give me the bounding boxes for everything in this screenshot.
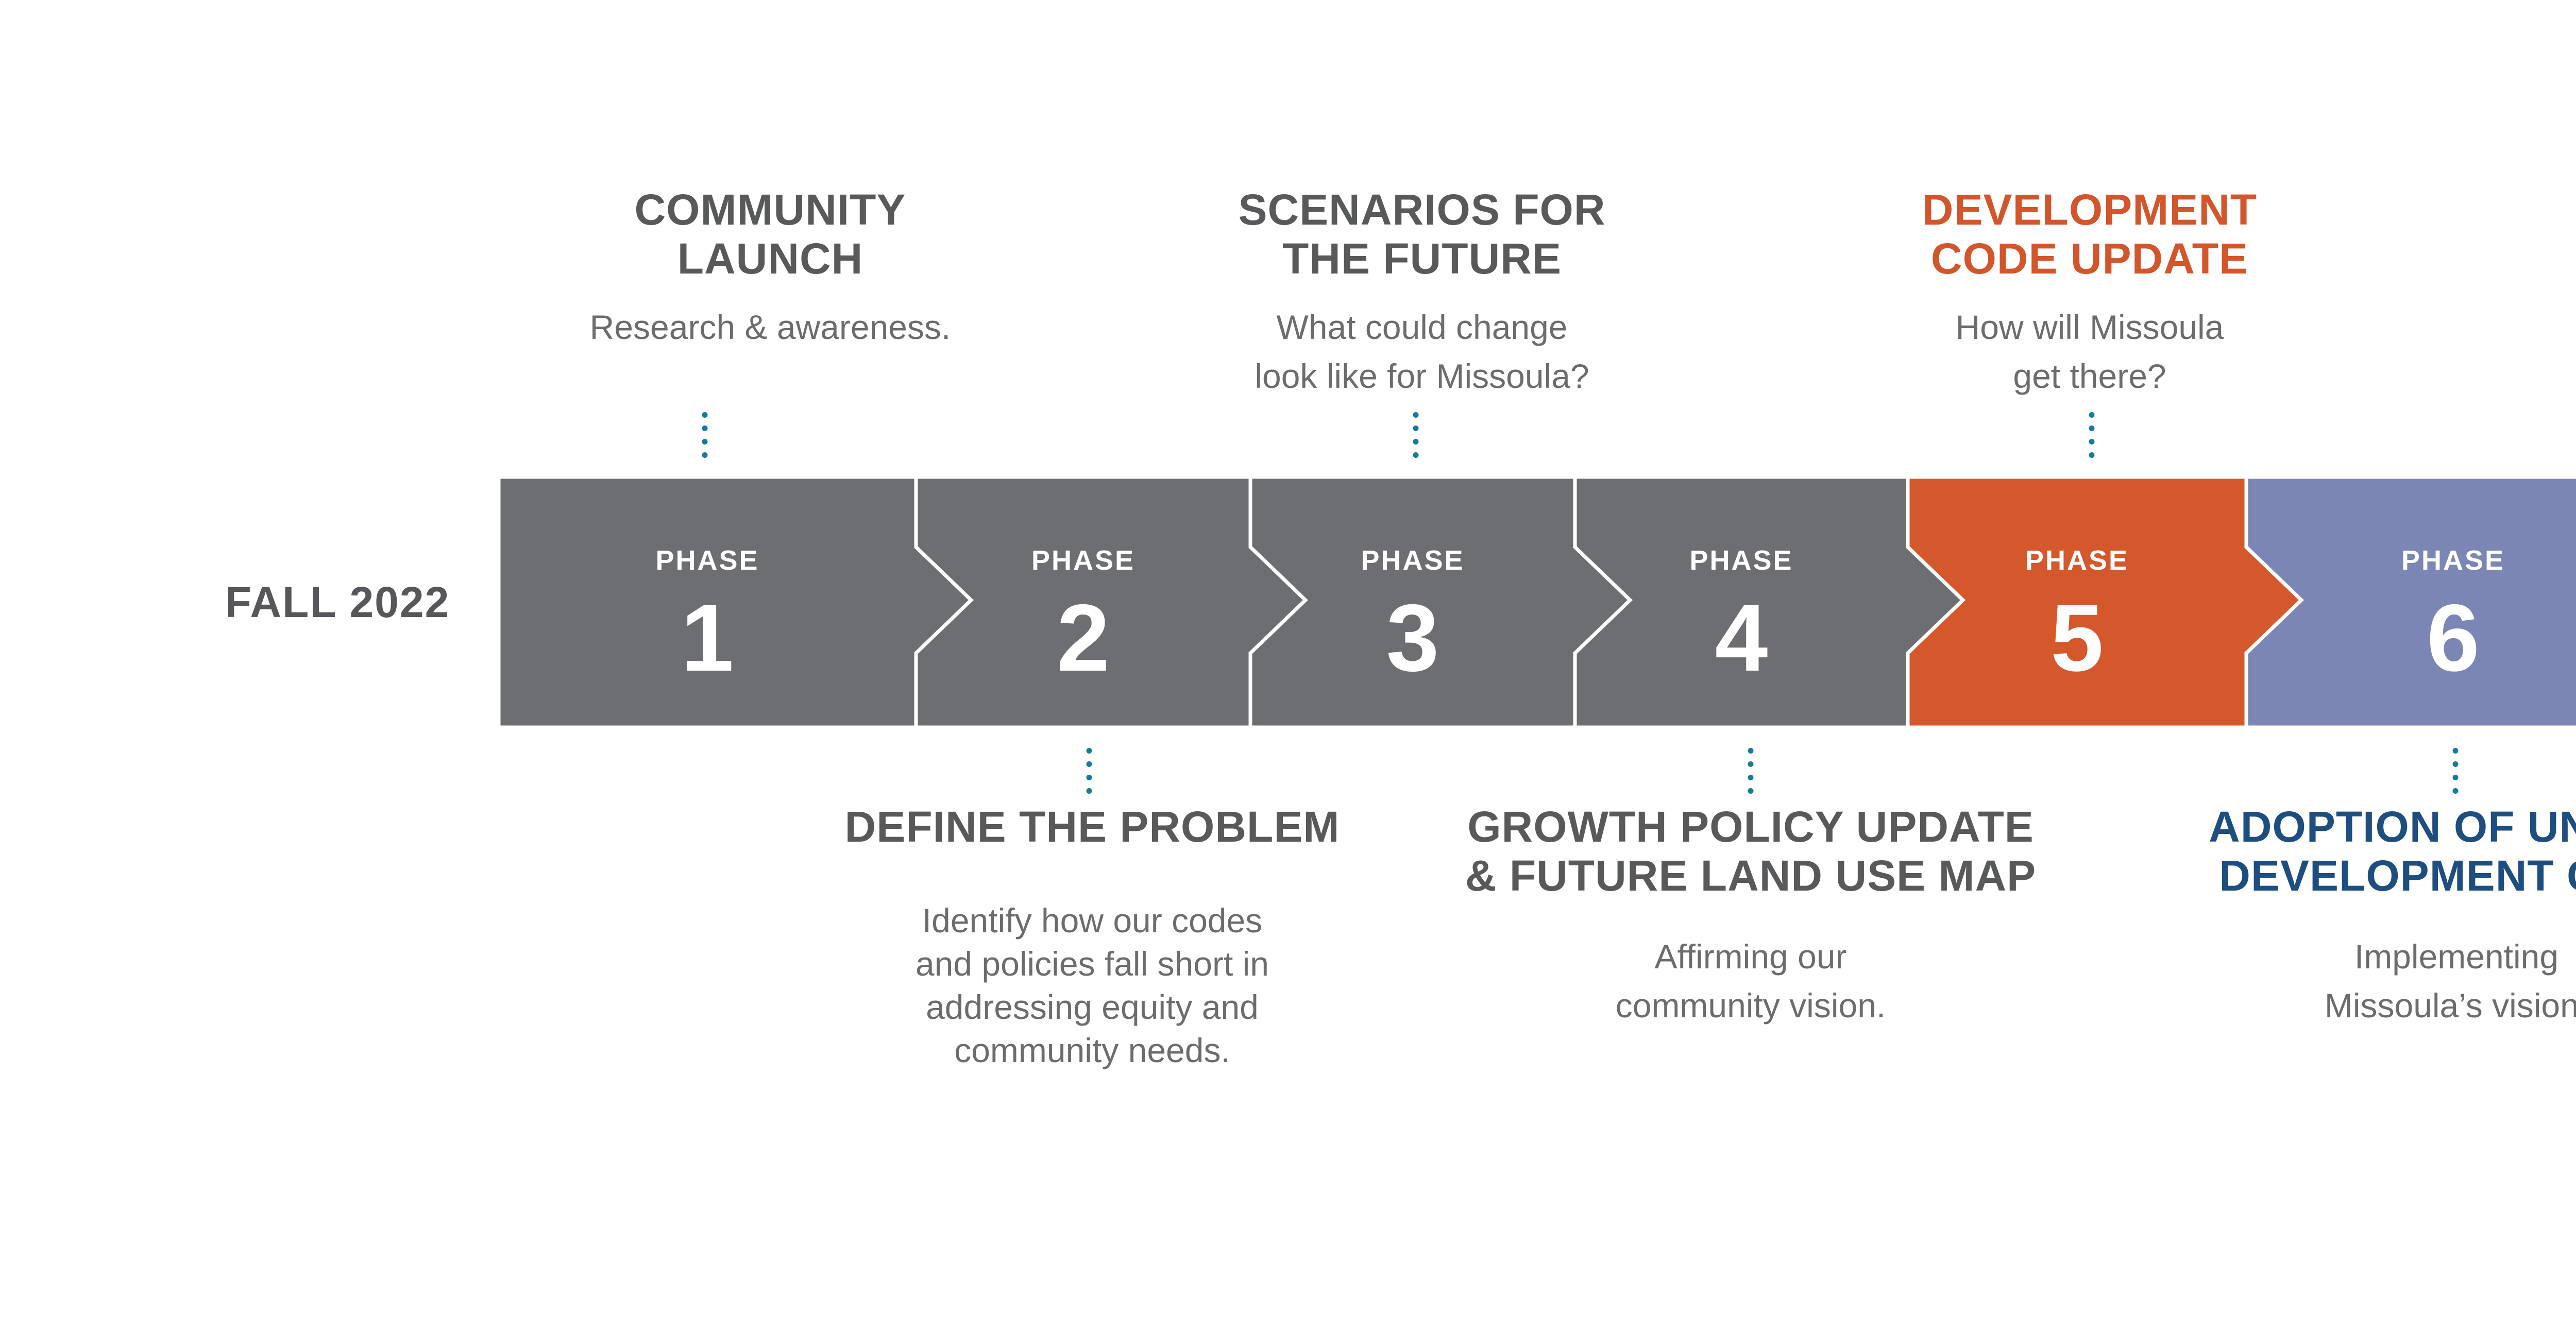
phase-6-shape [2244,475,2576,729]
text-line: look like for Missoula? [1255,357,1589,395]
connector-dot [2089,439,2095,445]
connector-dot [1748,748,1754,754]
connector-dot [2089,412,2095,418]
phase-5-shape [1906,475,2304,729]
text-line: CODE UPDATE [1930,234,2249,283]
text-line: THE FUTURE [1282,234,1562,283]
annotation-body: How will Missoula get there? [1703,303,2476,401]
annotation-adoption-of-unified-development-code: ADOPTION OF UNIFIEDDEVELOPMENT CODE Impl… [2070,803,2576,1030]
connector-dot [1413,452,1419,458]
text-line: & FUTURE LAND USE MAP [1465,851,2037,900]
connector-dot [702,425,708,431]
text-line: Missoula’s vision. [2324,986,2576,1025]
dotted-connector [1748,748,1754,794]
phase-4-shape [1573,475,1966,729]
connector-dot [1413,425,1419,431]
connector-dot [1748,761,1754,767]
connector-dot [1748,788,1754,794]
text-line: and policies fall short in [915,945,1269,983]
annotation-body: Research & awareness. [384,303,1157,352]
text-line: Implementing [2354,937,2559,976]
annotation-heading: DEFINE THE PROBLEM [706,803,1479,851]
connector-dot [702,439,708,445]
text-line: Research & awareness. [589,308,951,346]
phase-3-shape [1248,475,1633,729]
connector-dot [1086,761,1092,767]
text-line: ADOPTION OF UNIFIED [2209,803,2576,851]
phase-2-shape [914,475,1309,729]
connector-dot [1748,775,1754,780]
connector-dot [1413,439,1419,445]
text-line: get there? [2013,357,2166,395]
text-line: What could change [1276,308,1568,346]
connector-dot [2089,452,2095,458]
text-line: Identify how our codes [922,901,1263,940]
text-line: DEFINE THE PROBLEM [844,803,1340,851]
dotted-connector [2452,748,2459,794]
text-line: community vision. [1615,986,1886,1025]
text-line: DEVELOPMENT [1922,185,2258,234]
text-line: SCENARIOS FOR [1238,185,1606,234]
connector-dot [2089,425,2095,431]
connector-dot [1413,412,1419,418]
connector-dot [2452,775,2459,780]
text-line: How will Missoula [1955,308,2224,346]
dotted-connector [1413,412,1419,458]
annotation-heading: ADOPTION OF UNIFIEDDEVELOPMENT CODE [2070,803,2576,900]
annotation-body: Affirming our community vision. [1364,932,2137,1030]
connector-dot [1086,788,1092,794]
text-line: Affirming our [1654,937,1847,976]
connector-dot [2452,761,2459,767]
connector-dot [2452,788,2459,794]
connector-dot [1086,748,1092,754]
annotation-body: Identify how our codes and policies fall … [706,899,1479,1072]
phase-1-shape [497,475,974,729]
text-line: addressing equity and [926,988,1259,1026]
text-line: LAUNCH [677,234,863,283]
text-line: DEVELOPMENT CODE [2219,851,2576,900]
connector-dot [1086,775,1092,780]
dotted-connector [702,412,708,458]
text-line: GROWTH POLICY UPDATE [1467,803,2034,851]
dotted-connector [2089,412,2095,458]
connector-dot [702,452,708,458]
dotted-connector [1086,748,1092,794]
annotation-heading: GROWTH POLICY UPDATE& FUTURE LAND USE MA… [1364,803,2137,900]
connector-dot [2452,748,2459,754]
connector-dot [702,412,708,418]
text-line: COMMUNITY [634,185,906,234]
annotation-define-the-problem: DEFINE THE PROBLEM Identify how our code… [706,803,1479,1072]
start-date-label: FALL 2022 [225,578,450,626]
annotation-body: What could change look like for Missoula? [1036,303,1808,401]
annotation-growth-policy-update: GROWTH POLICY UPDATE& FUTURE LAND USE MA… [1364,803,2137,1030]
text-line: community needs. [954,1031,1230,1069]
